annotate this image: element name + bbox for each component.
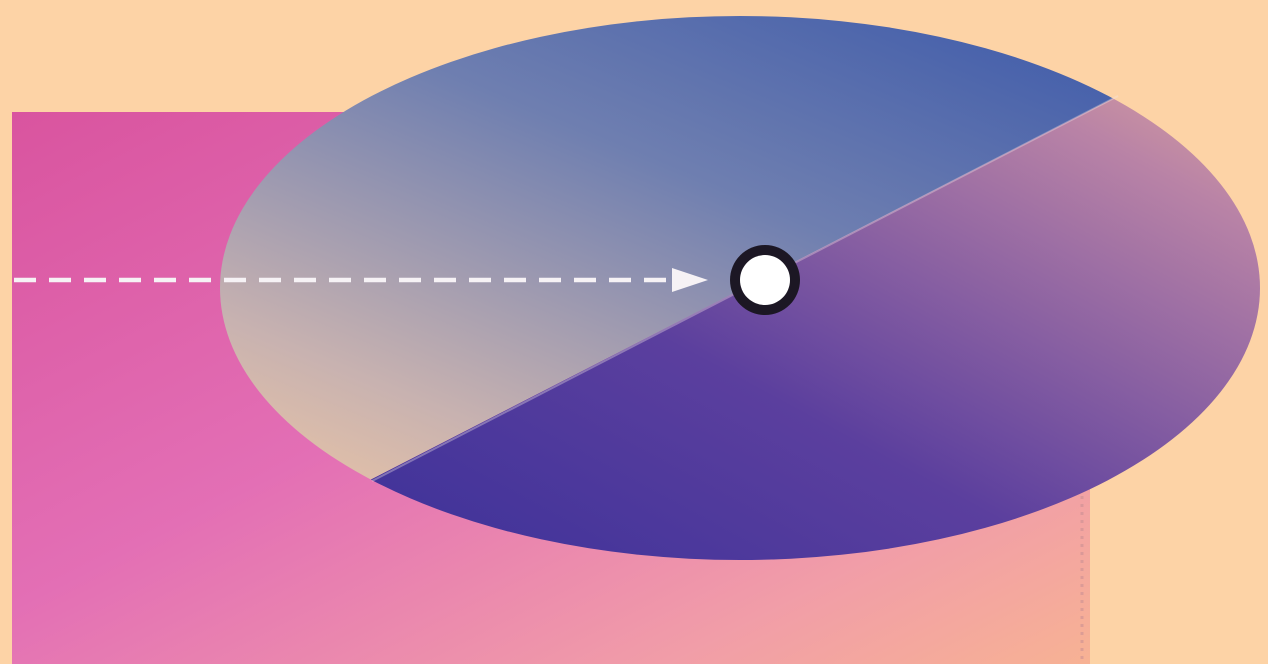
pivot-point — [740, 255, 790, 305]
